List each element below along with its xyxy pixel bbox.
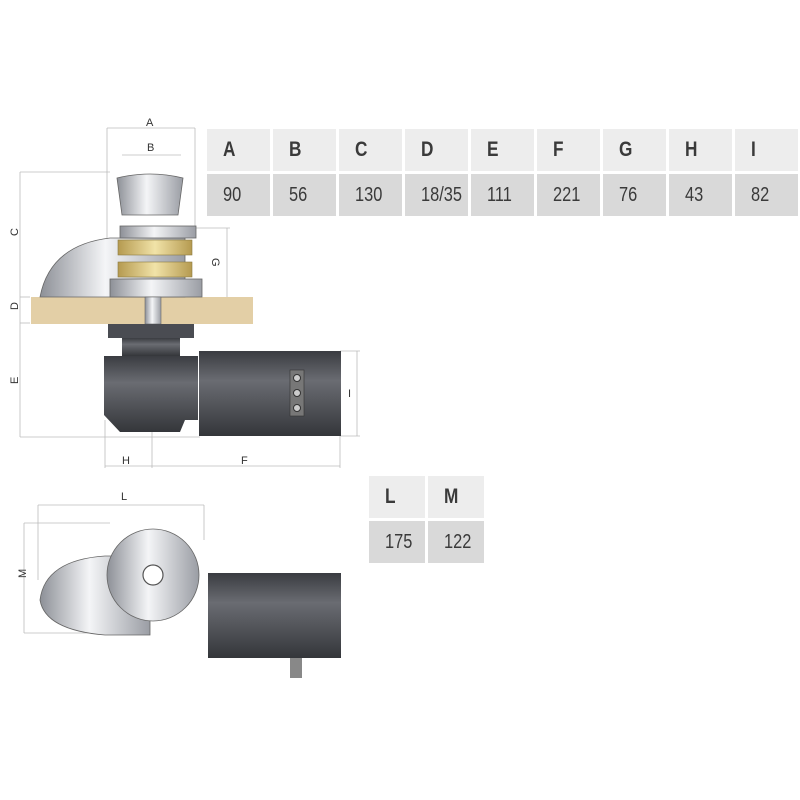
header-cell: B: [273, 129, 336, 171]
header-cell: E: [471, 129, 534, 171]
gypsy-upper: [117, 239, 193, 256]
value-cell: 18/35: [405, 174, 468, 216]
header-cell: D: [405, 129, 468, 171]
top-view-dimensions-table: L M 175 122: [369, 476, 484, 563]
label-E: E: [9, 377, 21, 384]
electric-motor: [199, 351, 341, 436]
electric-motor-top: [208, 573, 341, 658]
label-F: F: [241, 455, 248, 467]
header-cell: L: [369, 476, 425, 518]
header-cell: A: [207, 129, 270, 171]
label-B: B: [147, 142, 154, 154]
header-cell: F: [537, 129, 600, 171]
header-cell: C: [339, 129, 402, 171]
top-view-drawing: L M: [17, 491, 341, 678]
label-H: H: [122, 455, 130, 467]
header-cell: M: [428, 476, 484, 518]
side-view-drawing: A B C D E G H F I: [9, 117, 360, 468]
gearbox: [104, 356, 198, 432]
capstan-drum: [116, 173, 184, 216]
label-D: D: [9, 302, 21, 310]
value-cell: 90: [207, 174, 270, 216]
label-L: L: [121, 491, 127, 503]
value-cell: 56: [273, 174, 336, 216]
value-cell: 221: [537, 174, 600, 216]
gypsy-lower: [117, 261, 193, 278]
value-cell: 175: [369, 521, 425, 563]
deck-plank: [31, 297, 253, 324]
label-I: I: [348, 388, 351, 400]
header-cell: I: [735, 129, 798, 171]
value-cell: 43: [669, 174, 732, 216]
value-cell: 76: [603, 174, 666, 216]
value-cell: 122: [428, 521, 484, 563]
label-A: A: [146, 117, 154, 129]
header-cell: G: [603, 129, 666, 171]
header-cell: H: [669, 129, 732, 171]
value-cell: 82: [735, 174, 798, 216]
label-M: M: [17, 569, 29, 578]
label-C: C: [9, 228, 21, 236]
label-G: G: [209, 258, 221, 267]
value-cell: 111: [471, 174, 534, 216]
value-cell: 130: [339, 174, 402, 216]
dimensions-table: A B C D E F G H I 90 56 130 18/35 111 22…: [207, 129, 798, 216]
